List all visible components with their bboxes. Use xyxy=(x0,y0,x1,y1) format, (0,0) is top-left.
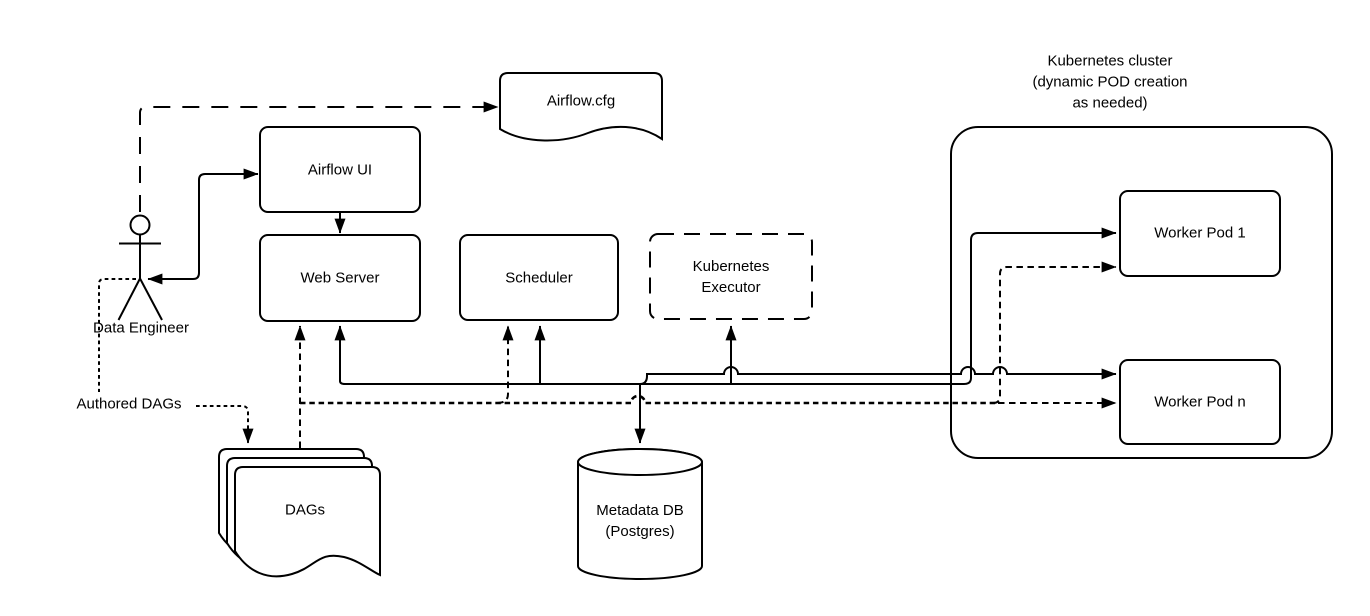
airflow-ui-box xyxy=(259,126,421,213)
edge-engineer-to-authored-dags xyxy=(98,278,136,392)
kubernetes-cluster-boundary xyxy=(950,126,1333,459)
airflow-cfg-document-shape xyxy=(499,72,663,142)
edge-bus-to-worker-pod-n xyxy=(639,366,1117,385)
edge-dags-to-worker-pod-1 xyxy=(992,261,1117,404)
edge-engineer-to-airflowcfg xyxy=(139,101,499,212)
kubernetes-executor-box xyxy=(649,233,813,320)
dags-document-front xyxy=(234,466,381,578)
worker-pod-n-box xyxy=(1119,359,1281,445)
scheduler-box xyxy=(459,234,619,321)
edge-engineer-airflow-ui xyxy=(147,168,259,285)
edge-dags-bus xyxy=(300,394,998,405)
figure-right-leg xyxy=(139,278,163,321)
edge-authored-dags-to-dags xyxy=(196,405,254,444)
worker-pod-1-box xyxy=(1119,190,1281,277)
figure-head xyxy=(129,214,151,236)
metadata-db-cylinder-top xyxy=(577,448,703,476)
data-engineer-figure xyxy=(117,214,163,321)
edge-bus-to-worker-pod-1 xyxy=(339,227,1117,385)
edge-dags-to-scheduler xyxy=(496,325,514,404)
web-server-box xyxy=(259,234,421,322)
figure-left-leg xyxy=(117,278,141,321)
